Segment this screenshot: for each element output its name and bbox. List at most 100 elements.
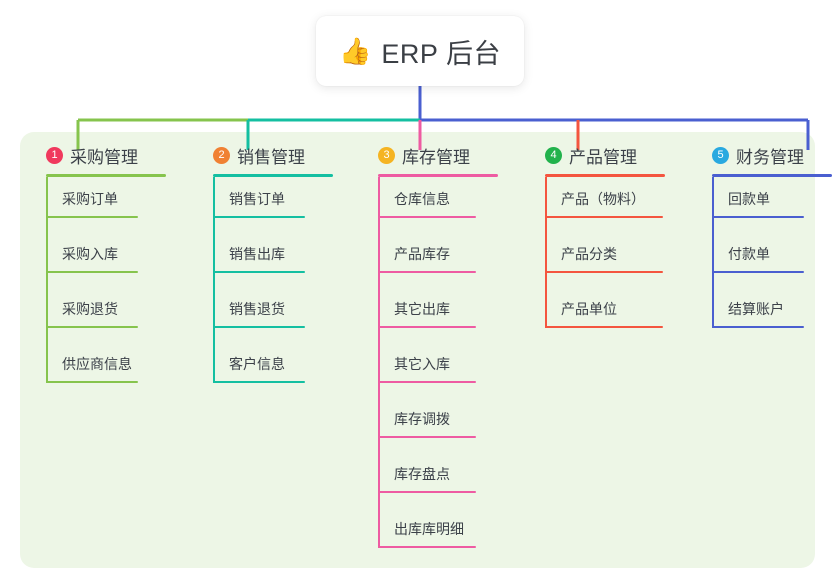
leaf-node-label: 产品单位 [561, 301, 617, 317]
branch-header-5[interactable]: 5 财务管理 [694, 142, 839, 168]
leaf-node-rule [213, 381, 305, 383]
leaf-node[interactable]: 回款单 [694, 177, 839, 232]
branch-leaf-list: 回款单付款单结算账户 [694, 177, 839, 342]
leaf-node-rule [378, 381, 476, 383]
leaf-node-rule [712, 216, 804, 218]
branch-title: 财务管理 [736, 147, 804, 167]
leaf-node[interactable]: 采购退货 [28, 287, 178, 342]
leaf-node[interactable]: 产品分类 [527, 232, 687, 287]
leaf-node-label: 销售退货 [229, 301, 285, 317]
leaf-node-label: 销售订单 [229, 191, 285, 207]
leaf-node[interactable]: 付款单 [694, 232, 839, 287]
leaf-node-label: 产品库存 [394, 246, 450, 262]
leaf-node-rule [46, 381, 138, 383]
leaf-node[interactable]: 库存盘点 [360, 452, 510, 507]
branch-spine [712, 177, 714, 328]
leaf-node-label: 其它入库 [394, 356, 450, 372]
leaf-node-label: 结算账户 [728, 301, 784, 317]
thumbs-up-emoji: 👍 [339, 36, 372, 66]
branch-header-rule [46, 174, 166, 177]
leaf-node[interactable]: 产品库存 [360, 232, 510, 287]
branch-spine [46, 177, 48, 383]
leaf-node[interactable]: 其它出库 [360, 287, 510, 342]
leaf-node-rule [378, 491, 476, 493]
leaf-node-rule [378, 436, 476, 438]
leaf-node-rule [712, 271, 804, 273]
leaf-node-label: 客户信息 [229, 356, 285, 372]
leaf-node-label: 仓库信息 [394, 191, 450, 207]
leaf-node-rule [545, 216, 663, 218]
branch-leaf-list: 销售订单销售出库销售退货客户信息 [195, 177, 345, 397]
leaf-node-rule [378, 271, 476, 273]
leaf-node-rule [46, 216, 138, 218]
leaf-node-label: 产品分类 [561, 246, 617, 262]
leaf-node-rule [213, 271, 305, 273]
branch-header-4[interactable]: 4 产品管理 [527, 142, 687, 168]
leaf-node-label: 其它出库 [394, 301, 450, 317]
branch-title: 销售管理 [237, 147, 305, 167]
leaf-node-label: 采购退货 [62, 301, 118, 317]
branch-column-3: 3 库存管理仓库信息产品库存其它出库其它入库库存调拨库存盘点出库库明细 [360, 142, 510, 562]
leaf-node[interactable]: 库存调拨 [360, 397, 510, 452]
branch-number-badge: 5 [712, 146, 729, 164]
leaf-node-rule [46, 271, 138, 273]
leaf-node-rule [545, 326, 663, 328]
leaf-node-label: 回款单 [728, 191, 770, 207]
leaf-node[interactable]: 采购入库 [28, 232, 178, 287]
branch-number-badge: 2 [213, 146, 230, 164]
branch-header-rule [213, 174, 333, 177]
leaf-node-rule [378, 216, 476, 218]
leaf-node[interactable]: 销售退货 [195, 287, 345, 342]
leaf-node-label: 采购订单 [62, 191, 118, 207]
leaf-node[interactable]: 出库库明细 [360, 507, 510, 562]
leaf-node[interactable]: 仓库信息 [360, 177, 510, 232]
branch-header-rule [545, 174, 665, 177]
leaf-node[interactable]: 产品单位 [527, 287, 687, 342]
leaf-node[interactable]: 客户信息 [195, 342, 345, 397]
branch-header-rule [712, 174, 832, 177]
leaf-node-label: 出库库明细 [394, 521, 464, 537]
branch-column-4: 4 产品管理产品（物料） 产品分类产品单位 [527, 142, 687, 342]
branch-number-badge: 3 [378, 146, 395, 164]
leaf-node[interactable]: 结算账户 [694, 287, 839, 342]
root-node[interactable]: 👍 ERP 后台 [316, 16, 524, 86]
branch-title: 库存管理 [402, 147, 470, 167]
leaf-node-rule [712, 326, 804, 328]
branch-header-rule [378, 174, 498, 177]
branch-leaf-list: 仓库信息产品库存其它出库其它入库库存调拨库存盘点出库库明细 [360, 177, 510, 562]
leaf-node-rule [213, 326, 305, 328]
branch-header-2[interactable]: 2 销售管理 [195, 142, 345, 168]
branch-number-badge: 1 [46, 146, 63, 164]
leaf-node-rule [213, 216, 305, 218]
branch-spine [545, 177, 547, 328]
leaf-node-label: 库存盘点 [394, 466, 450, 482]
branch-header-3[interactable]: 3 库存管理 [360, 142, 510, 168]
branch-title: 采购管理 [70, 147, 138, 167]
leaf-node-label: 销售出库 [229, 246, 285, 262]
branch-number-badge: 4 [545, 146, 562, 164]
leaf-node[interactable]: 产品（物料） [527, 177, 687, 232]
root-node-title: ERP 后台 [381, 38, 501, 69]
leaf-node-label: 付款单 [728, 246, 770, 262]
diagram-background-panel [20, 132, 815, 568]
leaf-node-label: 供应商信息 [62, 356, 132, 372]
leaf-node-rule [46, 326, 138, 328]
leaf-node[interactable]: 销售出库 [195, 232, 345, 287]
branch-header-1[interactable]: 1 采购管理 [28, 142, 178, 168]
leaf-node-rule [378, 326, 476, 328]
leaf-node[interactable]: 其它入库 [360, 342, 510, 397]
leaf-node-label: 产品（物料） [561, 191, 645, 207]
leaf-node[interactable]: 销售订单 [195, 177, 345, 232]
leaf-node[interactable]: 供应商信息 [28, 342, 178, 397]
leaf-node-label: 库存调拨 [394, 411, 450, 427]
branch-spine [213, 177, 215, 383]
branch-leaf-list: 产品（物料） 产品分类产品单位 [527, 177, 687, 342]
branch-leaf-list: 采购订单采购入库采购退货供应商信息 [28, 177, 178, 397]
branch-title: 产品管理 [569, 147, 637, 167]
leaf-node-rule [545, 271, 663, 273]
branch-spine [378, 177, 380, 548]
branch-column-5: 5 财务管理回款单付款单结算账户 [694, 142, 839, 342]
leaf-node[interactable]: 采购订单 [28, 177, 178, 232]
